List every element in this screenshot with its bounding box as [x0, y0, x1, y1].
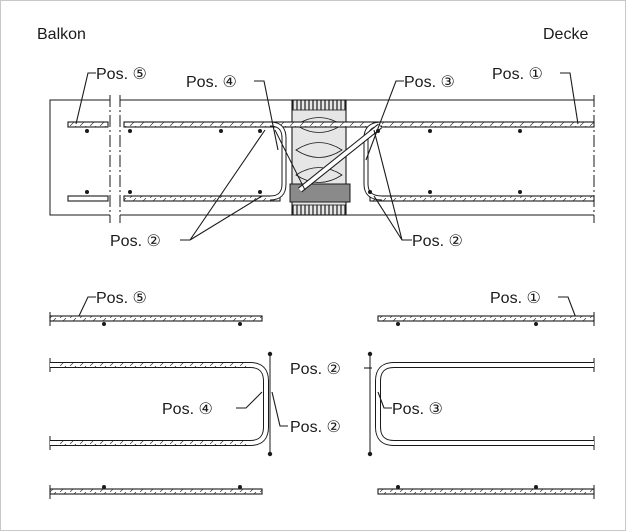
rebar-pos5-detail: [49, 312, 263, 326]
concrete-section: [49, 95, 595, 223]
label-pos2-detail-upper: Pos. ②: [290, 361, 341, 378]
label-pos5-top: Pos. ⑤: [96, 66, 147, 83]
decke-label: Decke: [543, 26, 588, 43]
rebar-pos4-detail: [49, 358, 269, 450]
balkon-label: Balkon: [37, 26, 86, 43]
label-pos2-detail-lower: Pos. ②: [290, 419, 341, 436]
label-pos4-detail: Pos. ④: [162, 401, 213, 418]
label-pos3-detail: Pos. ③: [392, 401, 443, 418]
label-pos4-top: Pos. ④: [186, 74, 237, 91]
label-pos1-top: Pos. ①: [492, 66, 543, 83]
label-pos5-detail: Pos. ⑤: [96, 290, 147, 307]
label-pos1-detail: Pos. ①: [490, 290, 541, 307]
rebar-pos1-detail: [377, 312, 595, 326]
rebar-pos2-detail: [267, 351, 373, 457]
label-pos2-right: Pos. ②: [412, 233, 463, 250]
label-pos2-left: Pos. ②: [110, 233, 161, 250]
rebar-bottom-left-detail: [49, 485, 263, 499]
rebar-pos3-detail: [375, 358, 595, 450]
section-rebars: [67, 121, 595, 202]
label-pos3-top: Pos. ③: [404, 74, 455, 91]
rebar-bottom-right-detail: [377, 485, 595, 499]
